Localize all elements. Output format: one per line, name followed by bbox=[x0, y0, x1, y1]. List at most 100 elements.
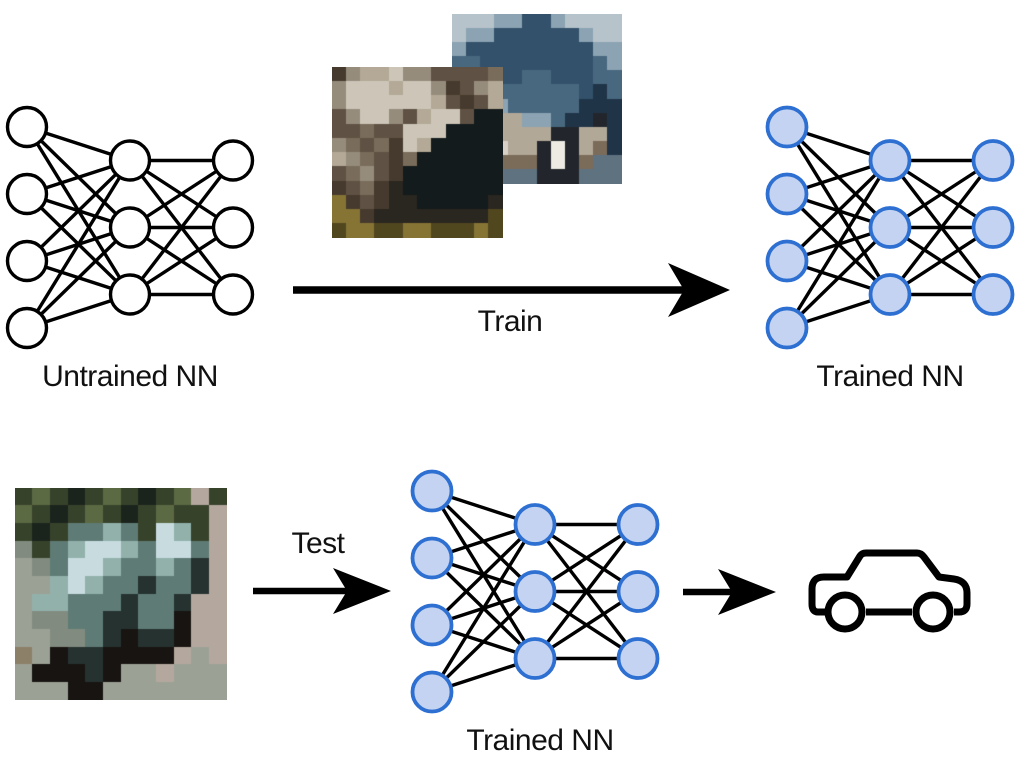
car-icon bbox=[808, 549, 971, 633]
nn-edge bbox=[888, 159, 995, 296]
nn-edge bbox=[26, 225, 131, 263]
trained-network-bottom bbox=[410, 469, 660, 714]
nn-edge bbox=[786, 225, 891, 263]
nn-edge bbox=[431, 556, 536, 594]
result-arrow-icon bbox=[683, 569, 776, 615]
test-image-car bbox=[15, 488, 227, 700]
nn-node bbox=[410, 670, 454, 714]
nn-edge bbox=[533, 523, 640, 660]
nn-edge bbox=[25, 226, 132, 330]
nn-edge bbox=[430, 523, 537, 693]
nn-edge bbox=[430, 523, 537, 627]
trained-nn-bottom-label: Trained NN bbox=[466, 724, 614, 757]
nn-edge bbox=[889, 159, 994, 229]
nn-node bbox=[765, 239, 809, 283]
nn-edge bbox=[533, 523, 640, 660]
nn-edge bbox=[889, 159, 994, 229]
nn-edge bbox=[889, 226, 994, 296]
nn-edge bbox=[25, 159, 132, 329]
nn-edge bbox=[786, 158, 891, 196]
car-body-outline bbox=[808, 549, 971, 616]
nn-node bbox=[410, 536, 454, 580]
nn-node bbox=[971, 273, 1015, 316]
nn-node bbox=[108, 139, 152, 182]
nn-edge bbox=[785, 192, 892, 296]
nn-edge bbox=[25, 126, 132, 296]
nn-node bbox=[616, 637, 660, 680]
nn-node bbox=[410, 603, 454, 647]
nn-node bbox=[108, 206, 152, 249]
nn-edge bbox=[786, 292, 891, 330]
nn-edge bbox=[26, 125, 131, 163]
nn-node bbox=[868, 139, 912, 182]
nn-edge bbox=[534, 523, 639, 593]
nn-node bbox=[211, 139, 255, 182]
nn-edge bbox=[25, 159, 132, 263]
nn-edge bbox=[25, 192, 132, 296]
train-arrow-label: Train bbox=[477, 305, 543, 338]
nn-edge bbox=[430, 489, 537, 593]
nn-node bbox=[513, 637, 557, 680]
nn-node bbox=[765, 105, 809, 149]
nn-edge bbox=[129, 226, 234, 296]
nn-node bbox=[410, 469, 454, 513]
nn-edge bbox=[431, 623, 536, 661]
test-arrow-label: Test bbox=[291, 527, 345, 560]
trained-nn-top-label: Trained NN bbox=[816, 360, 964, 393]
nn-edge bbox=[26, 192, 131, 230]
nn-edge bbox=[430, 490, 537, 660]
nn-edge bbox=[785, 159, 892, 263]
nn-edge bbox=[129, 159, 234, 229]
nn-node bbox=[5, 105, 49, 149]
nn-edge bbox=[430, 590, 537, 694]
nn-node bbox=[765, 172, 809, 216]
nn-node bbox=[971, 139, 1015, 182]
nn-edge bbox=[534, 523, 639, 593]
nn-edge bbox=[431, 489, 536, 527]
nn-node bbox=[5, 172, 49, 216]
nn-edge bbox=[785, 126, 892, 296]
nn-edge bbox=[431, 656, 536, 694]
nn-edge bbox=[786, 259, 891, 297]
nn-edge bbox=[26, 158, 131, 196]
nn-edge bbox=[431, 522, 536, 560]
nn-node bbox=[5, 239, 49, 283]
nn-edge bbox=[25, 125, 132, 229]
nn-edge bbox=[786, 125, 891, 163]
nn-edge bbox=[430, 556, 537, 660]
nn-edge bbox=[534, 590, 639, 660]
nn-edge bbox=[129, 159, 234, 229]
nn-edge bbox=[128, 159, 235, 296]
nn-node bbox=[108, 273, 152, 316]
car-front-wheel bbox=[824, 591, 866, 633]
nn-edge bbox=[888, 159, 995, 296]
nn-node bbox=[5, 306, 49, 350]
nn-edge bbox=[785, 226, 892, 330]
nn-edge bbox=[128, 159, 235, 296]
nn-edge bbox=[26, 259, 131, 297]
nn-edge bbox=[785, 159, 892, 329]
nn-node bbox=[616, 503, 660, 546]
nn-node bbox=[513, 503, 557, 546]
nn-edge bbox=[431, 589, 536, 627]
nn-node bbox=[868, 206, 912, 249]
nn-node bbox=[765, 306, 809, 350]
nn-node bbox=[616, 570, 660, 613]
nn-edge bbox=[129, 226, 234, 296]
untrained-nn-label: Untrained NN bbox=[42, 360, 218, 393]
car-rear-wheel bbox=[912, 591, 954, 633]
untrained-network bbox=[5, 105, 255, 350]
nn-node bbox=[513, 570, 557, 613]
nn-edge bbox=[889, 226, 994, 296]
nn-node bbox=[211, 206, 255, 249]
nn-node bbox=[211, 273, 255, 316]
nn-node bbox=[868, 273, 912, 316]
train-image-cat bbox=[332, 67, 503, 238]
trained-network-top bbox=[765, 105, 1015, 350]
nn-edge bbox=[534, 590, 639, 660]
nn-node bbox=[971, 206, 1015, 249]
nn-edge bbox=[786, 192, 891, 230]
test-arrow-icon bbox=[253, 568, 391, 614]
nn-edge bbox=[26, 292, 131, 330]
